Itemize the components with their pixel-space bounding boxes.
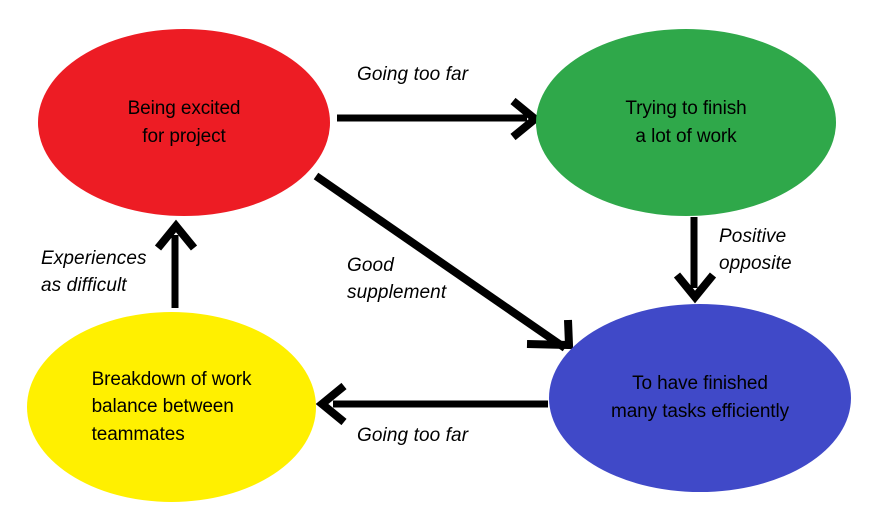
node-label: Trying to finish a lot of work xyxy=(625,97,747,147)
arrow-trying-to-finished xyxy=(673,217,717,304)
node-label: Breakdown of work balance between teamma… xyxy=(91,368,252,445)
arrow-finished-to-breakdown xyxy=(315,382,548,426)
node-label: To have finished many tasks efficiently xyxy=(610,373,790,422)
edge-label-trying-to-finished: Positive opposite xyxy=(719,226,792,274)
edge-label-excited-to-finished: Good supplement xyxy=(347,255,447,303)
node-to-have-finished-many-tasks[interactable]: To have finished many tasks efficiently xyxy=(549,304,851,492)
edge-label-breakdown-to-excited: Experiences as difficult xyxy=(41,248,147,296)
arrow-excited-to-trying xyxy=(337,97,542,141)
node-being-excited-for-project[interactable]: Being excited for project xyxy=(38,29,330,216)
edge-label-finished-to-breakdown: Going too far xyxy=(357,425,469,446)
arrow-breakdown-to-excited xyxy=(154,219,198,308)
node-label: Being excited for project xyxy=(127,97,241,147)
node-trying-to-finish-a-lot-of-work[interactable]: Trying to finish a lot of work xyxy=(536,29,836,216)
edge-label-excited-to-trying: Going too far xyxy=(357,64,469,85)
node-breakdown-of-work-balance[interactable]: Breakdown of work balance between teamma… xyxy=(27,312,316,502)
